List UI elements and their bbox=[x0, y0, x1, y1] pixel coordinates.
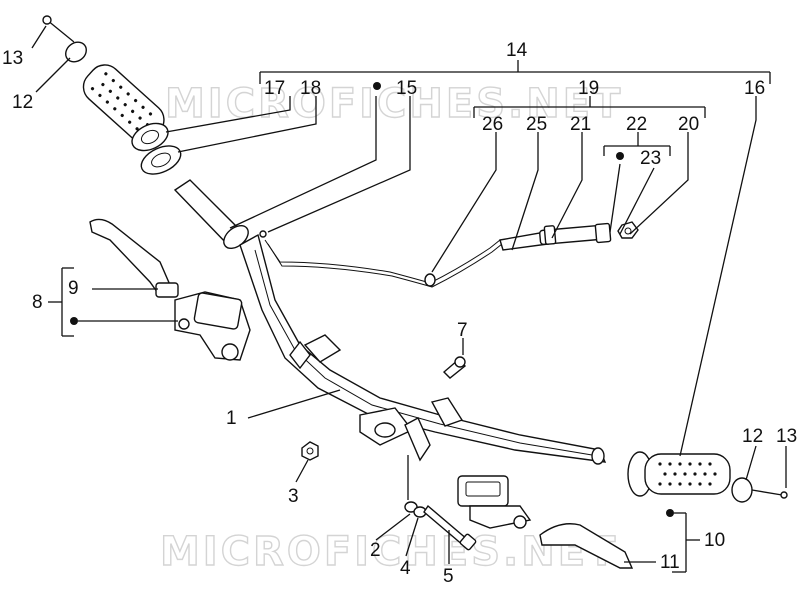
callout-2: 2 bbox=[370, 540, 381, 561]
callout-26: 26 bbox=[482, 114, 503, 135]
callout-9: 9 bbox=[68, 278, 79, 299]
callout-1: 1 bbox=[226, 408, 237, 429]
callout-4: 4 bbox=[400, 558, 411, 579]
callout-20: 20 bbox=[678, 114, 699, 135]
callout-7: 7 bbox=[457, 320, 468, 341]
callout-14: 14 bbox=[506, 40, 528, 61]
callout-3: 3 bbox=[288, 486, 299, 507]
left-grip-assembly bbox=[42, 15, 249, 250]
reference-dot bbox=[70, 317, 78, 325]
reference-dot bbox=[666, 509, 674, 517]
reference-dot bbox=[616, 152, 624, 160]
handlebar bbox=[239, 233, 607, 465]
callout-25: 25 bbox=[526, 114, 547, 135]
callout-22: 22 bbox=[626, 114, 647, 135]
small-fasteners bbox=[301, 356, 477, 551]
reference-dot bbox=[373, 82, 381, 90]
callout-23: 23 bbox=[640, 148, 661, 169]
leader-lines bbox=[31, 25, 787, 573]
callout-13-left: 13 bbox=[2, 48, 23, 69]
callout-8: 8 bbox=[32, 292, 43, 313]
watermark-top: MICROFICHES.NET bbox=[165, 81, 623, 127]
callout-labels: 13 12 14 17 18 15 19 16 26 25 21 22 20 2… bbox=[2, 40, 797, 587]
throttle-cable-assembly bbox=[259, 221, 639, 288]
callout-5: 5 bbox=[443, 566, 454, 587]
callout-10: 10 bbox=[704, 530, 725, 551]
callout-12-left: 12 bbox=[12, 92, 33, 113]
callout-17: 17 bbox=[264, 78, 285, 99]
callout-12-right: 12 bbox=[742, 426, 763, 447]
callout-21: 21 bbox=[570, 114, 591, 135]
left-brake-assembly bbox=[89, 218, 251, 361]
callout-16: 16 bbox=[744, 78, 765, 99]
callout-19: 19 bbox=[578, 78, 599, 99]
right-grip-assembly bbox=[627, 451, 788, 503]
callout-11: 11 bbox=[660, 552, 680, 573]
callout-15: 15 bbox=[396, 78, 417, 99]
callout-18: 18 bbox=[300, 78, 321, 99]
right-brake-assembly bbox=[457, 475, 634, 569]
callout-13-right: 13 bbox=[776, 426, 797, 447]
